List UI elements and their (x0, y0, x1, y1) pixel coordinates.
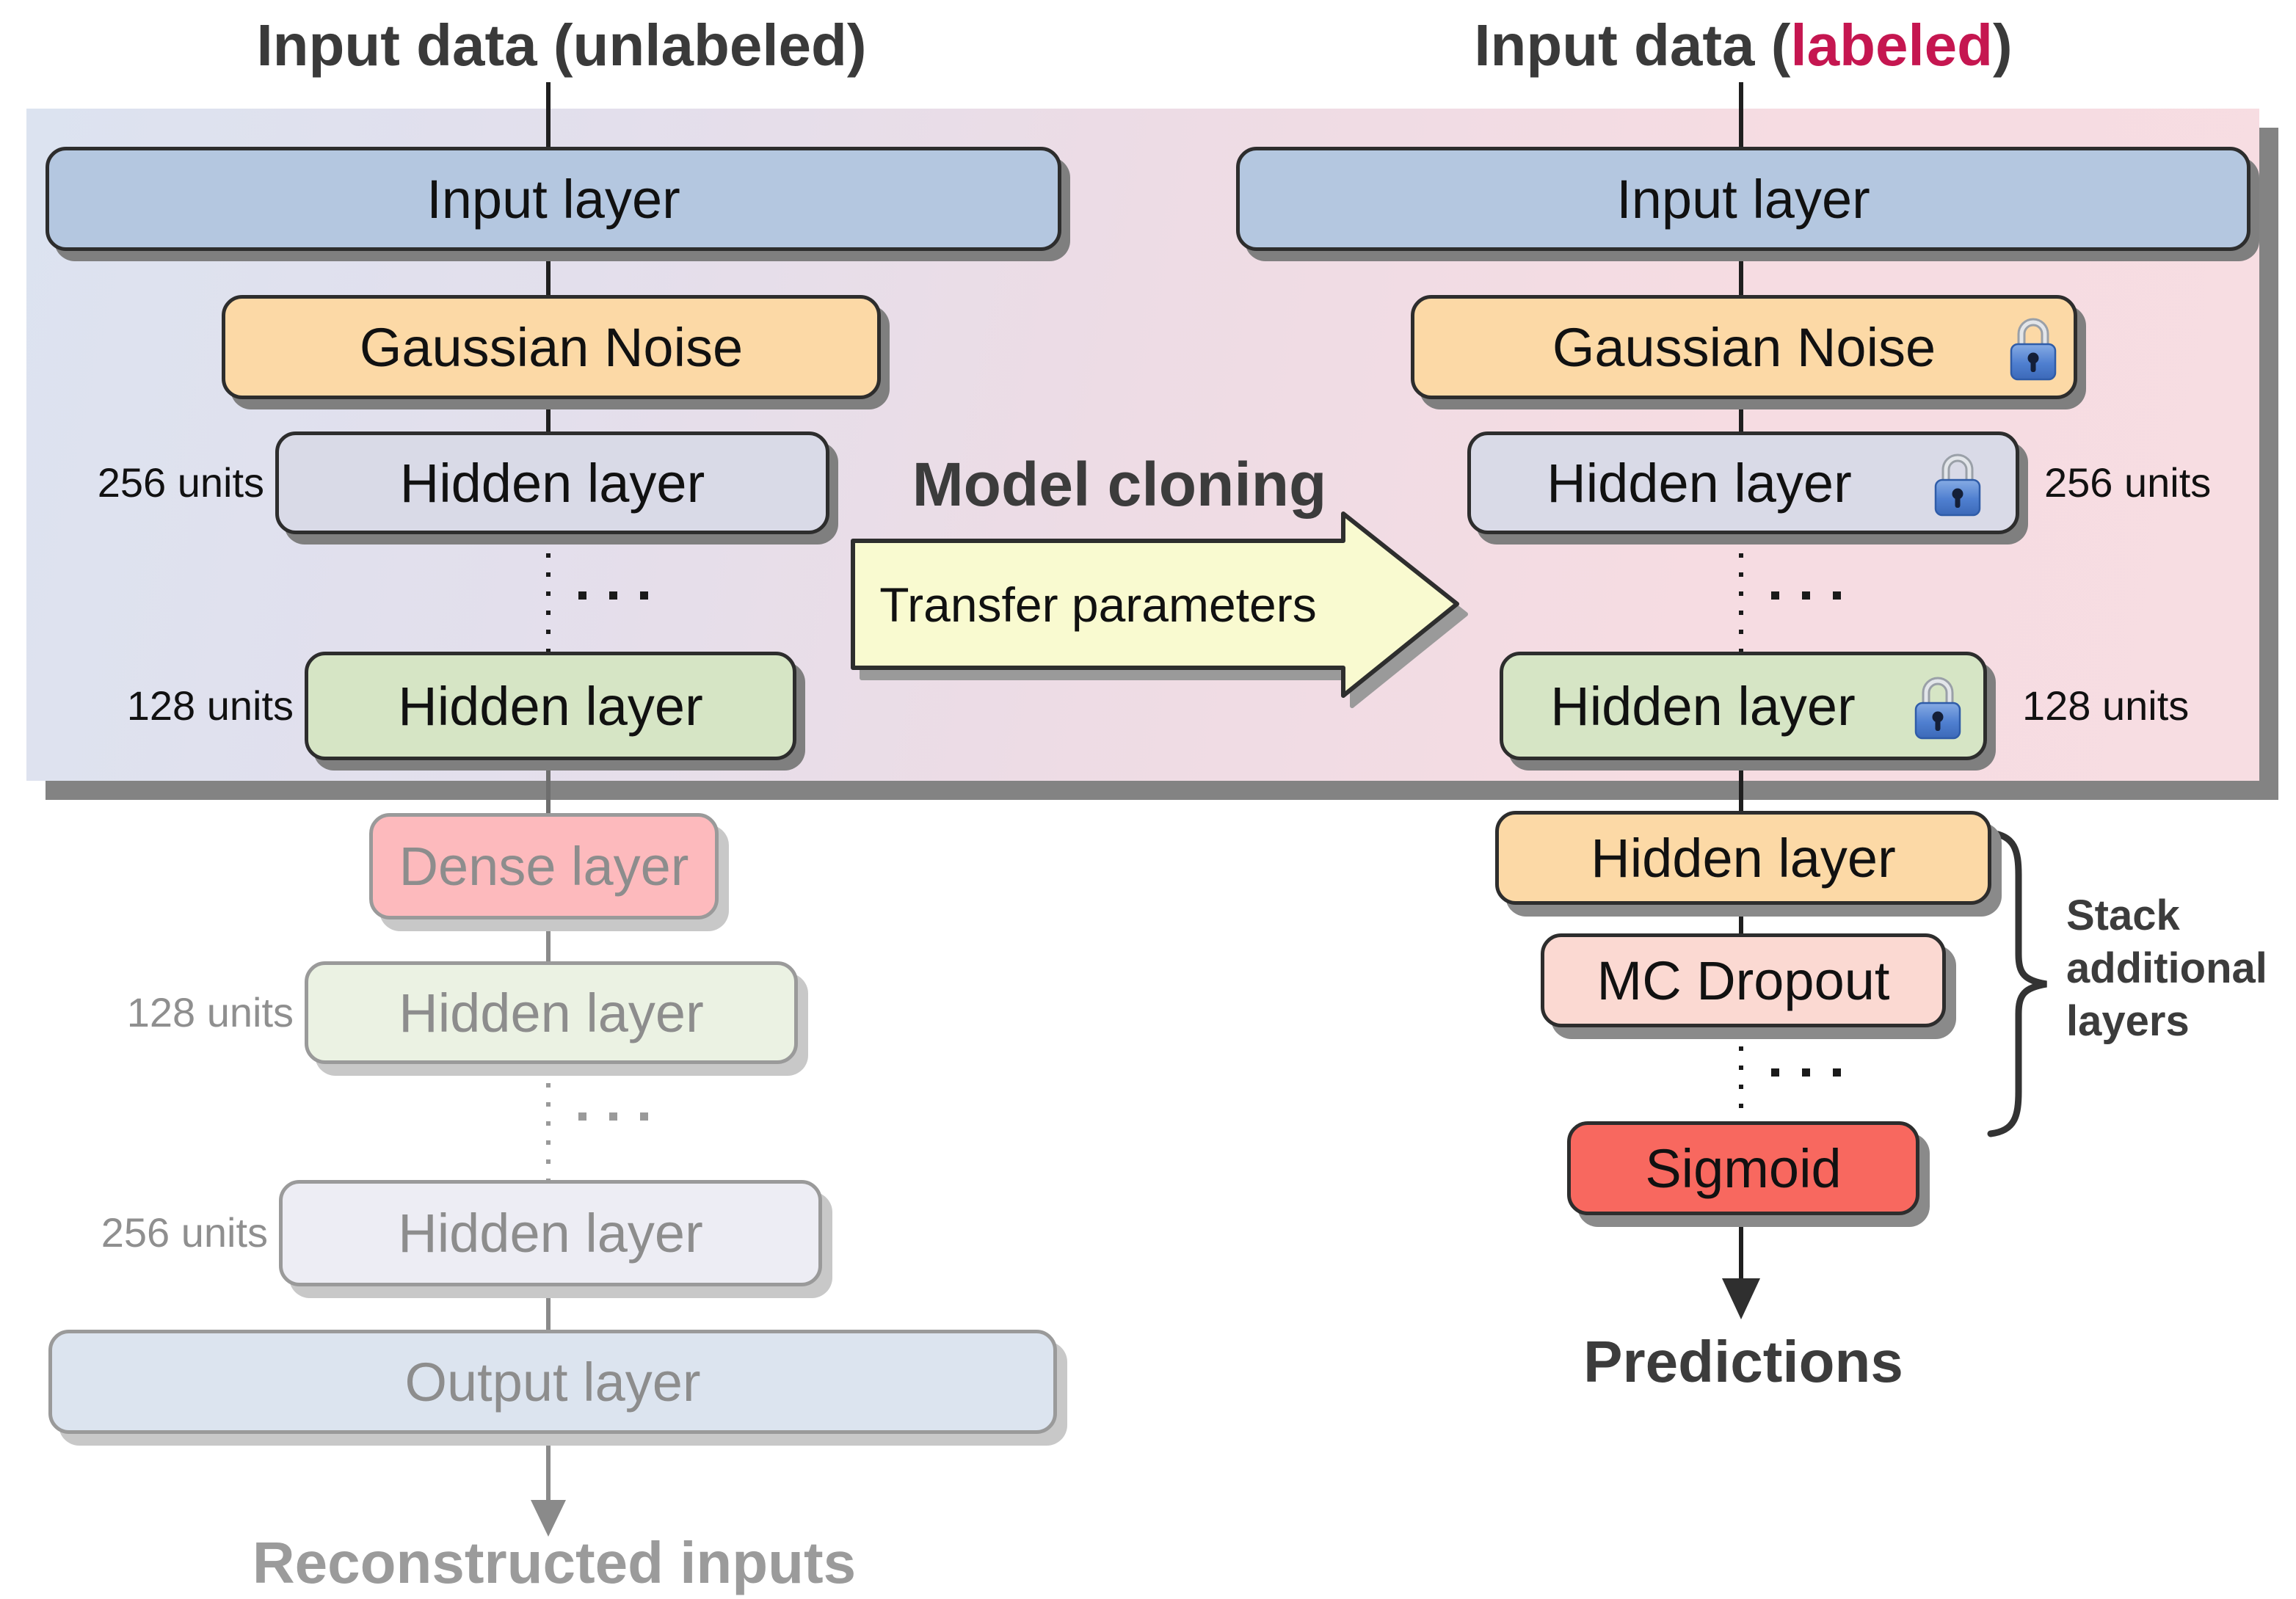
classifier-sigmoid-box: Sigmoid (1567, 1121, 1919, 1215)
model-cloning-heading: Model cloning (912, 450, 1327, 519)
stack-additional-layers-label: Stack additional layers (2066, 889, 2294, 1048)
brace-label-line: layers (2066, 997, 2190, 1045)
lock-icon (2010, 313, 2057, 381)
layer-label: Hidden layer (399, 452, 705, 514)
encoder-input-layer-box: Input layer (46, 147, 1061, 251)
down-arrow-icon (1722, 1278, 1760, 1319)
layer-label: Output layer (404, 1351, 701, 1413)
ellipsis-dots (1771, 591, 1841, 600)
units-label: 128 units (126, 989, 294, 1035)
layer-label: Gaussian Noise (359, 316, 744, 378)
layer-label: Hidden layer (1550, 675, 1856, 737)
layer-label: Hidden layer (399, 982, 704, 1043)
brace-label-line: Stack (2066, 892, 2180, 939)
ellipsis-dots (578, 1112, 648, 1121)
layer-label: Hidden layer (1591, 827, 1896, 889)
units-label: 128 units (2022, 682, 2190, 729)
connector (546, 760, 551, 813)
layer-label: Gaussian Noise (1552, 316, 1936, 378)
reconstructed-inputs-caption: Reconstructed inputs (252, 1530, 857, 1595)
layer-label: MC Dropout (1596, 950, 1890, 1011)
encoder-hidden-256-box: Hidden layer (275, 431, 829, 534)
decoder-hidden-128-box: Hidden layer (305, 961, 798, 1064)
ellipsis-dots (1771, 1068, 1841, 1077)
classifier-title-suffix: ) (1993, 12, 2013, 78)
connector (546, 1286, 551, 1330)
connector (1739, 399, 1743, 431)
connector (546, 251, 551, 295)
brace-label-line: additional (2066, 944, 2267, 992)
classifier-mc-dropout-box: MC Dropout (1541, 933, 1946, 1027)
classifier-gaussian-noise-box: Gaussian Noise (1411, 295, 2077, 399)
classifier-title-highlight: labeled (1790, 12, 1994, 78)
connector (546, 1434, 551, 1500)
transfer-arrow-label: Transfer parameters (879, 577, 1317, 632)
dotted-connector (1739, 534, 1743, 652)
layer-label: Input layer (1616, 168, 1870, 230)
encoder-hidden-128-box: 128 units Hidden layer (305, 652, 796, 760)
classifier-title-prefix: Input data ( (1474, 12, 1791, 78)
layer-label: Sigmoid (1645, 1137, 1842, 1199)
connector (546, 399, 551, 431)
lock-icon (1914, 672, 1961, 740)
dotted-connector (1739, 1027, 1743, 1121)
classifier-extra-hidden-box: Hidden layer (1495, 811, 1991, 905)
dotted-connector (546, 1064, 551, 1180)
down-arrow-icon (531, 1500, 566, 1537)
classifier-title: Input data (labeled) (1303, 13, 2184, 78)
transfer-arrow (851, 511, 1459, 698)
dotted-connector (546, 534, 551, 652)
decoder-dense-layer-box: Dense layer (369, 813, 719, 919)
curly-brace (1987, 829, 2047, 1137)
connector (1739, 760, 1743, 811)
units-label: 128 units (126, 682, 294, 729)
connector (1739, 1215, 1743, 1278)
units-label: 256 units (97, 459, 264, 506)
connector (1739, 905, 1743, 933)
units-label: 256 units (101, 1209, 268, 1256)
classifier-hidden-256-box: Hidden layer (1467, 431, 2019, 534)
connector (1739, 251, 1743, 295)
decoder-hidden-256-box: Hidden layer (279, 1180, 822, 1286)
ellipsis-dots (578, 591, 648, 600)
layer-label: Hidden layer (1547, 452, 1852, 514)
layer-label: Input layer (426, 168, 680, 230)
decoder-output-layer-box: Output layer (48, 1330, 1057, 1434)
connector (546, 919, 551, 961)
units-label: 256 units (2044, 459, 2212, 506)
classifier-hidden-128-box: Hidden layer (1500, 652, 1987, 760)
connector (546, 82, 551, 147)
encoder-gaussian-noise-box: Gaussian Noise (222, 295, 881, 399)
predictions-caption: Predictions (1583, 1329, 1903, 1394)
layer-label: Dense layer (399, 836, 689, 897)
encoder-title: Input data (unlabeled) (256, 12, 867, 78)
layer-label: Hidden layer (398, 675, 703, 737)
layer-label: Hidden layer (398, 1203, 703, 1264)
connector (1739, 82, 1743, 147)
lock-icon (1934, 449, 1981, 517)
classifier-input-layer-box: Input layer (1236, 147, 2250, 251)
